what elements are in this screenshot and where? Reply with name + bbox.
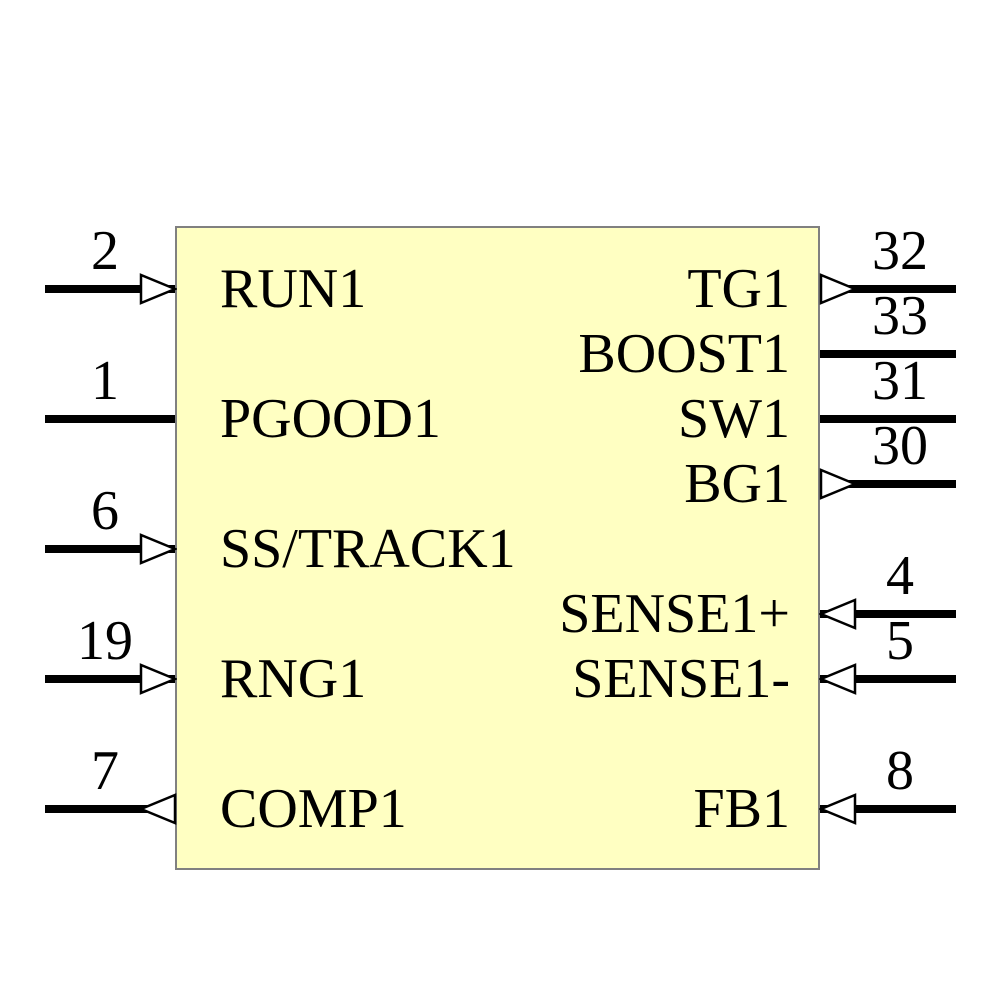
input-arrow-icon: [819, 663, 857, 695]
input-arrow-icon: [139, 273, 177, 305]
pin-label-sw1: SW1: [678, 388, 790, 450]
input-arrow-icon: [819, 598, 857, 630]
pin-number-run1: 2: [91, 220, 119, 282]
input-arrow-icon: [139, 663, 177, 695]
pin-wire-fb1: [820, 805, 956, 813]
pin-wire-tg1: [820, 285, 956, 293]
pin-wire-run1: [45, 285, 175, 293]
pin-number-sense1: 5: [886, 610, 914, 672]
pin-wire-boost1: [820, 350, 956, 358]
pin-label-sstrack1: SS/TRACK1: [220, 518, 516, 580]
pin-label-boost1: BOOST1: [578, 323, 790, 385]
pin-number-fb1: 8: [886, 740, 914, 802]
pin-label-rng1: RNG1: [220, 648, 367, 710]
pin-label-run1: RUN1: [220, 258, 367, 320]
pin-number-rng1: 19: [77, 610, 133, 672]
pin-label-tg1: TG1: [687, 258, 790, 320]
pin-wire-pgood1: [45, 415, 175, 423]
output-arrow-icon: [819, 273, 857, 305]
pin-number-bg1: 30: [872, 415, 928, 477]
pin-label-comp1: COMP1: [220, 778, 407, 840]
pin-number-pgood1: 1: [91, 350, 119, 412]
pin-wire-sense1: [820, 675, 956, 683]
pin-number-sw1: 31: [872, 350, 928, 412]
pin-wire-rng1: [45, 675, 175, 683]
pin-number-comp1: 7: [91, 740, 119, 802]
pin-number-tg1: 32: [872, 220, 928, 282]
input-arrow-icon: [139, 533, 177, 565]
pin-wire-sstrack1: [45, 545, 175, 553]
pin-wire-bg1: [820, 480, 956, 488]
pin-label-sense1: SENSE1+: [559, 583, 790, 645]
pin-label-fb1: FB1: [693, 778, 791, 840]
pin-label-sense1: SENSE1-: [572, 648, 790, 710]
pin-wire-sw1: [820, 415, 956, 423]
ic-symbol-body: [175, 226, 820, 870]
input-arrow-icon: [819, 793, 857, 825]
pin-wire-sense1: [820, 610, 956, 618]
output-arrow-icon: [139, 793, 177, 825]
pin-label-bg1: BG1: [684, 453, 790, 515]
pin-number-boost1: 33: [872, 285, 928, 347]
output-arrow-icon: [819, 468, 857, 500]
pin-number-sense1: 4: [886, 545, 914, 607]
pin-number-sstrack1: 6: [91, 480, 119, 542]
pin-wire-comp1: [45, 805, 175, 813]
pin-label-pgood1: PGOOD1: [220, 388, 441, 450]
